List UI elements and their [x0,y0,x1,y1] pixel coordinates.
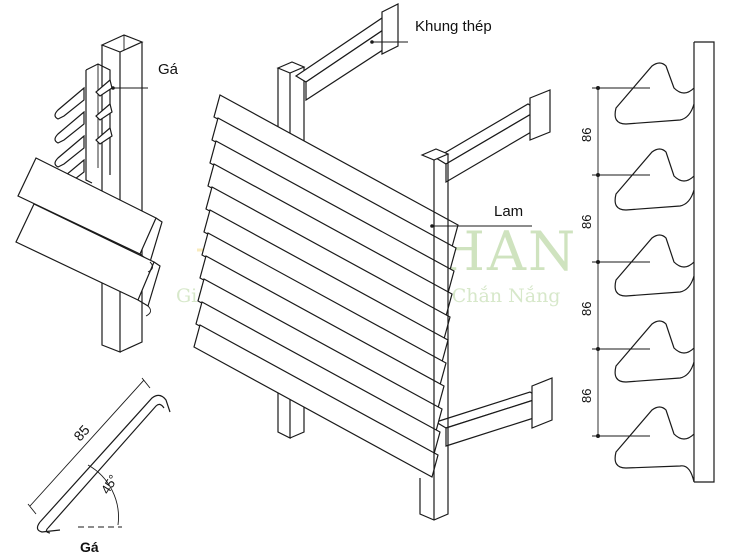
label-bracket-top: Gá [158,61,179,78]
leader-louver [430,224,532,228]
bracket-isometric-detail: Gá [15,34,179,353]
leader-frame [370,40,408,44]
left-hooks [54,78,113,190]
front-post-right [419,148,450,521]
label-louver: Lam [494,203,523,220]
spacing-elevation: 86 86 86 86 [579,41,715,483]
main-assembly: Khung thép Lam [193,3,553,521]
spacing-dim-1: 86 [579,128,594,142]
left-blades [15,157,163,317]
profile-detail: 85 45° Gá [27,377,171,555]
left-channel [85,63,111,184]
label-bracket-bottom: Gá [80,539,99,555]
frame-arms [294,3,553,447]
hook-profiles [614,42,695,483]
spacing-dimension-chain: 86 86 86 86 [579,86,650,438]
label-frame: Khung thép [415,18,492,35]
spacing-dim-2: 86 [579,215,594,229]
spacing-dim-3: 86 [579,302,594,316]
spacing-dim-4: 86 [579,389,594,403]
louver-blades [193,94,459,478]
leader-bracket-top [111,86,148,90]
